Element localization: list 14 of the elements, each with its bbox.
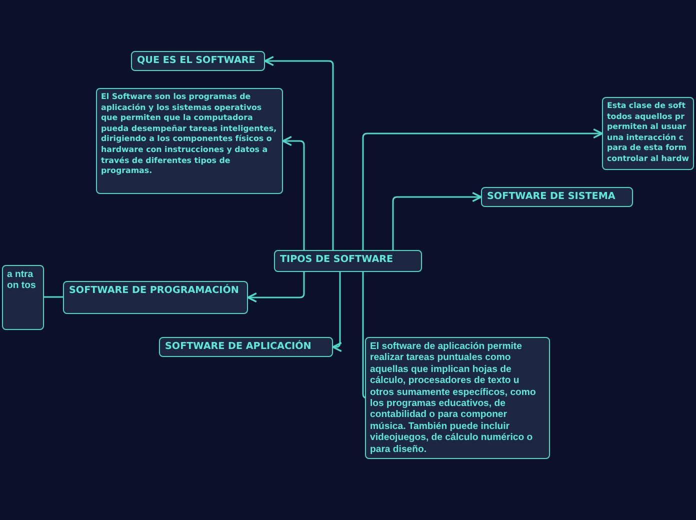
connector-line (44, 296, 63, 298)
arrow (332, 272, 342, 352)
topic-box: SOFTWARE DE PROGRAMACIÓN (63, 281, 248, 314)
arrow (264, 56, 334, 250)
arrow (247, 272, 305, 303)
topic-box: SOFTWARE DE SISTEMA (481, 187, 633, 207)
topic-box: QUE ES EL SOFTWARE (131, 51, 265, 71)
text-box: a ntra on tos (2, 265, 44, 330)
topic-box: SOFTWARE DE APLICACIÓN (159, 337, 333, 357)
arrow (282, 136, 305, 250)
arrow (392, 192, 482, 250)
arrow (362, 128, 603, 250)
center-topic-box: TIPOS DE SOFTWARE (274, 250, 422, 272)
text-box: El software de aplicación permite realizar tareas puntuales como aquellas que implican hojas de cálculo, procesadores de texto u otros sumamente específicos, como los programas educativos, de contabilidad o para componer música. También puede incluir videojuegos, de cálculo numérico o para diseño. (365, 337, 550, 460)
